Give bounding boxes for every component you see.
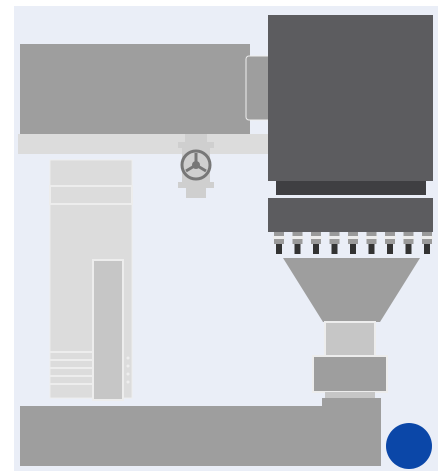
upper-arm-body xyxy=(20,44,250,134)
feeder-dots xyxy=(126,356,130,384)
nozzle xyxy=(310,232,322,254)
feeder-column-collar xyxy=(49,185,133,205)
valve-spoke-2 xyxy=(185,163,197,173)
valve-icon xyxy=(178,134,214,198)
valve-spoke-3 xyxy=(195,163,207,173)
valve-stem xyxy=(185,134,207,144)
valve-flange-top xyxy=(178,142,214,148)
processing-housing xyxy=(268,15,433,254)
nozzle-ring xyxy=(328,236,341,239)
hopper-funnel xyxy=(283,258,420,322)
nozzle-tip xyxy=(424,244,430,254)
cross-bar xyxy=(18,134,278,154)
valve-outlet xyxy=(186,188,206,198)
hopper-neck xyxy=(324,321,376,357)
nozzle-tip xyxy=(294,244,301,254)
nozzle-tip xyxy=(368,244,375,254)
discharge-pipe xyxy=(20,398,381,466)
valve-flange-bottom xyxy=(178,182,214,188)
nozzle xyxy=(273,232,285,254)
nozzle-ring xyxy=(365,236,378,239)
nozzle xyxy=(421,232,433,254)
feeder-insert xyxy=(92,259,124,401)
nozzle-ring xyxy=(384,236,396,239)
nozzle-ring xyxy=(347,236,359,239)
housing-seal-band xyxy=(276,181,426,195)
nozzle-row xyxy=(273,232,433,254)
status-dot-icon xyxy=(386,423,432,469)
feeder-column xyxy=(49,159,133,401)
nozzle xyxy=(328,232,341,254)
upper-arm xyxy=(20,44,279,134)
nozzle-ring xyxy=(273,236,285,239)
nozzle-tip xyxy=(276,244,282,254)
nozzle-ring xyxy=(402,236,415,239)
feeder-dot xyxy=(126,364,130,368)
nozzle-tip xyxy=(350,244,356,254)
feeder-stripes xyxy=(50,351,93,385)
nozzle-tip xyxy=(313,244,319,254)
nozzle-tip xyxy=(331,244,338,254)
nozzle xyxy=(347,232,359,254)
nozzle xyxy=(384,232,396,254)
nozzle-ring xyxy=(310,236,322,239)
nozzle xyxy=(365,232,378,254)
feeder-dot xyxy=(126,372,130,376)
feeder-dot xyxy=(126,380,130,384)
nozzle-manifold xyxy=(268,198,433,232)
feeder-dot xyxy=(126,356,130,360)
nozzle-ring xyxy=(291,236,304,239)
nozzle-tip xyxy=(387,244,393,254)
nozzle xyxy=(402,232,415,254)
nozzle-tip xyxy=(405,244,412,254)
nozzle-ring xyxy=(421,236,433,239)
hopper xyxy=(283,258,420,406)
nozzle xyxy=(291,232,304,254)
housing-body xyxy=(268,15,433,181)
hopper-coupling xyxy=(312,355,388,393)
